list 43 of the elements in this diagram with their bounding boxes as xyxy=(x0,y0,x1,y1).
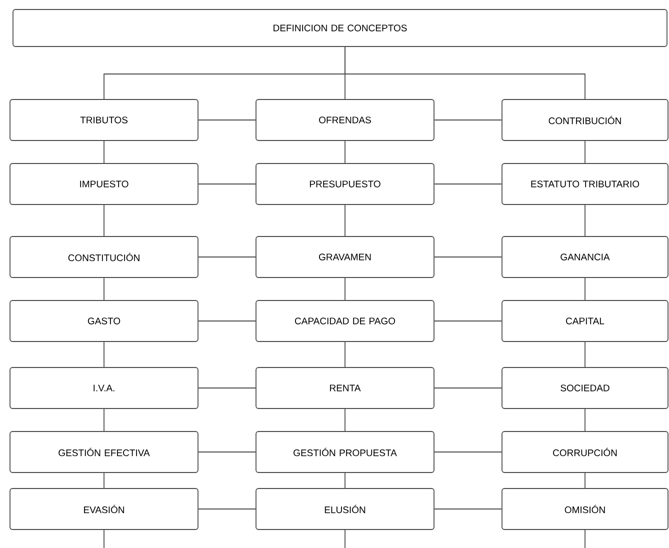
connector-line xyxy=(198,256,256,258)
connector-line xyxy=(434,256,502,258)
connector-line xyxy=(344,342,346,368)
connector-line xyxy=(344,472,346,488)
connector-line xyxy=(344,140,346,164)
concept-box: EVASIÓN xyxy=(10,488,198,530)
concept-box: TRIBUTOS xyxy=(10,99,198,141)
concept-box: PRESUPUESTO xyxy=(256,163,434,205)
connector-line xyxy=(584,140,586,164)
concept-box: CONSTITUCIÓN xyxy=(10,236,198,278)
connector-line xyxy=(198,508,256,510)
concept-box: CAPACIDAD DE PAGO xyxy=(256,300,434,342)
concept-box: RENTA xyxy=(256,367,434,409)
connector-line xyxy=(434,508,502,510)
concept-box: GASTO xyxy=(10,300,198,342)
concept-box: DEFINICION DE CONCEPTOS xyxy=(12,9,668,47)
connector-line xyxy=(198,320,256,322)
connector-line xyxy=(584,204,586,236)
concept-box: CONTRIBUCIÓN xyxy=(502,99,668,141)
concept-box: I.V.A. xyxy=(10,367,198,409)
concept-box: CORRUPCIÓN xyxy=(502,431,668,473)
concept-box: IMPUESTO xyxy=(10,163,198,205)
connector-line xyxy=(344,530,346,548)
concept-box: GESTIÓN EFECTIVA xyxy=(10,431,198,473)
concept-box: OFRENDAS xyxy=(256,99,434,141)
connector-line xyxy=(344,46,586,100)
connector-line xyxy=(584,530,586,548)
connector-line xyxy=(584,278,586,300)
connector-line xyxy=(434,320,502,322)
connector-line xyxy=(344,408,346,432)
connector-line xyxy=(584,472,586,488)
concept-box: GRAVAMEN xyxy=(256,236,434,278)
concept-box: GANANCIA xyxy=(502,236,668,278)
connector-line xyxy=(584,342,586,368)
concept-box: CAPITAL xyxy=(502,300,668,342)
concept-box: GESTIÓN PROPUESTA xyxy=(256,431,434,473)
concept-box: ESTATUTO TRIBUTARIO xyxy=(502,163,668,205)
concept-box: OMISIÓN xyxy=(502,488,668,530)
connector-line xyxy=(344,278,346,300)
concept-box: ELUSIÓN xyxy=(256,488,434,530)
connector-line xyxy=(584,408,586,432)
concept-box: SOCIEDAD xyxy=(502,367,668,409)
connector-line xyxy=(344,204,346,236)
